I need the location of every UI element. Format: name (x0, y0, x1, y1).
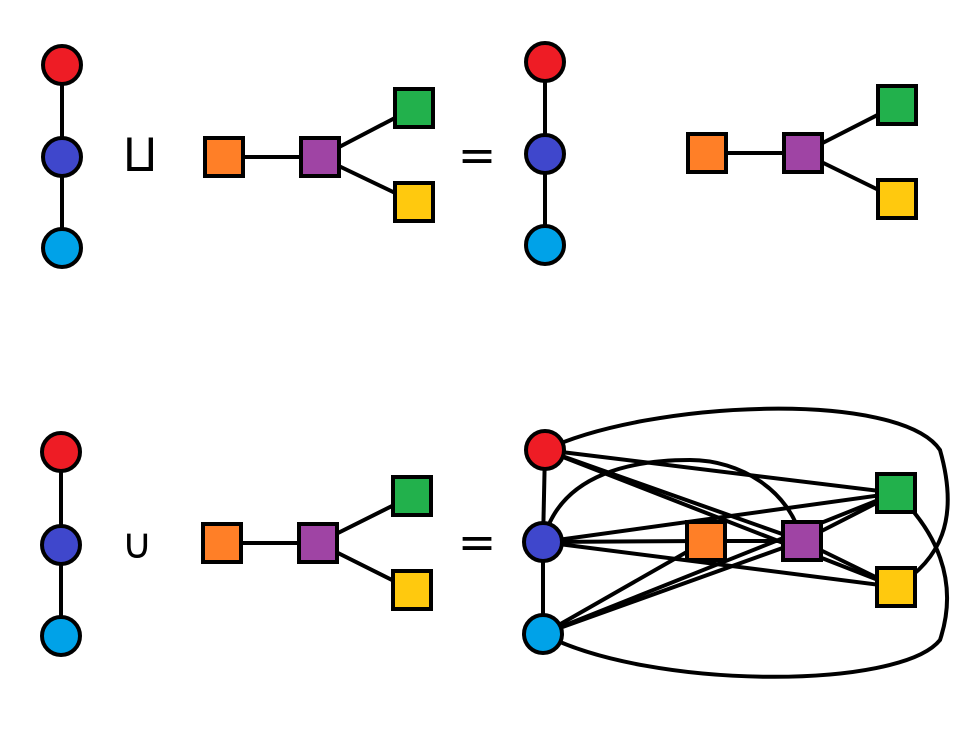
join-cross-edge-blue-orange (542, 539, 707, 544)
equals-symbol-top: = (458, 128, 497, 182)
bottom-left-star-node-orange (201, 522, 243, 564)
join-cross-edge-cyan-green (542, 491, 897, 636)
bottom-left-path-node-cyan (40, 615, 82, 657)
join-cross-edge-blue-green (542, 491, 897, 544)
top-result-path-node-blue (524, 133, 566, 175)
top-result-star-node-purple (782, 132, 824, 174)
operators-layer: ⨿ = ∪ = (122, 128, 497, 569)
union-symbol: ∪ (122, 519, 153, 568)
top-result-star-node-yellow (876, 178, 918, 220)
nodes-layer (40, 41, 918, 657)
equals-symbol-bottom: = (458, 515, 497, 569)
bottom-left-star-node-yellow (391, 569, 433, 611)
top-left-path-node-cyan (41, 227, 83, 269)
join-cross-edge-red-green (544, 448, 897, 495)
join-cross-edge-cyan-green-arc (542, 491, 949, 679)
top-left-star-node-yellow (393, 181, 435, 223)
top-left-star-node-purple (299, 136, 341, 178)
bottom-left-path-node-blue (40, 524, 82, 566)
top-result-star-node-orange (686, 132, 728, 174)
top-result-star-node-green (876, 84, 918, 126)
top-result-path-node-cyan (524, 224, 566, 266)
top-left-star-node-orange (203, 136, 245, 178)
join-path-node-red (524, 429, 566, 471)
join-path-node-cyan (522, 613, 564, 655)
join-cross-edge-blue-purple-arc (541, 457, 804, 543)
join-star-node-green (875, 472, 917, 514)
bottom-left-star-node-purple (297, 522, 339, 564)
join-star-node-yellow (875, 566, 917, 608)
top-result-path-node-red (524, 41, 566, 83)
join-star-node-purple (781, 520, 823, 562)
bottom-left-path-node-red (40, 431, 82, 473)
top-left-path-node-blue (41, 136, 83, 178)
top-left-path-node-red (41, 44, 83, 86)
join-star-node-orange (685, 520, 727, 562)
join-path-node-blue (522, 521, 564, 563)
bottom-left-star-node-green (391, 475, 433, 517)
join-cross-edge-cyan-orange (542, 539, 707, 636)
coproduct-symbol: ⨿ (123, 128, 156, 182)
top-left-star-node-green (393, 87, 435, 129)
